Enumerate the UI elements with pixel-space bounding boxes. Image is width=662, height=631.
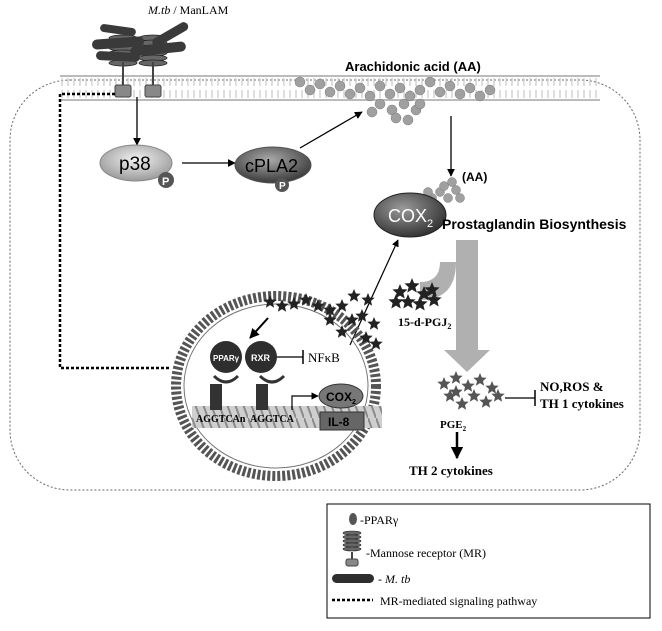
p38-node: p38 P [99, 144, 174, 188]
pge2-star-cluster [437, 371, 505, 410]
dna-left-label: AGGTCAn [196, 414, 246, 425]
pgj2-label: 15-d-PGJ2 [398, 315, 451, 331]
legend-mr-label: -Mannose receptor (MR) [366, 546, 486, 560]
cpla2-node: cPLA2 P [234, 146, 312, 192]
th2-label: TH 2 cytokines [409, 463, 493, 478]
mtb-bacteria [92, 22, 189, 62]
no-ros-line2: TH 1 cytokines [540, 396, 624, 411]
nfkb-label: NFκB [308, 350, 340, 365]
legend-mtb-symbol [332, 574, 374, 583]
legend-mr-symbol [342, 530, 362, 567]
legend-mtb-label: - M. tb [378, 572, 410, 586]
rxr-node: RXR [245, 341, 277, 373]
il8-gene: IL-8 [319, 411, 365, 431]
pgj2-star-cluster [388, 278, 442, 311]
cox2-label: COX2 [388, 206, 433, 230]
p38-label: p38 [119, 154, 151, 175]
p38-phospho-label: P [162, 176, 169, 188]
legend-ppar-label: -PPARγ [360, 513, 399, 527]
cpla2-label: cPLA2 [245, 156, 298, 176]
mr-signaling-pathway-line [58, 92, 170, 370]
legend: -PPARγ -Mannose receptor (MR) - M. tb MR… [326, 503, 651, 619]
il8-label: IL-8 [328, 415, 350, 429]
no-ros-line1: NO,ROS & [540, 379, 604, 394]
prostaglandin-flow-arrow [420, 240, 490, 372]
pge2-label: PGE2 [440, 419, 467, 433]
nucleus-cox2-label: COX2 [326, 390, 356, 406]
ppar-node: PPARγ [210, 341, 242, 373]
arachidonic-acid-label: Arachidonic acid (AA) [345, 59, 481, 74]
aa-short-label: (AA) [462, 170, 487, 184]
arachidonic-acid-cluster [294, 76, 496, 126]
ppar-label: PPARγ [213, 354, 240, 363]
prostaglandin-biosynthesis-label: Prostaglandin Biosynthesis [442, 216, 627, 232]
dna-right-label: AGGTCA [250, 414, 295, 425]
cox2-node: COX2 [373, 192, 447, 238]
legend-pathway-label: MR-mediated signaling pathway [380, 594, 537, 608]
cpla2-phospho-label: P [279, 181, 286, 192]
cell-boundary [9, 79, 641, 491]
legend-ppar-symbol [349, 513, 357, 525]
rxr-label: RXR [251, 353, 271, 363]
mtb-manlam-label: M.tb / ManLAM [147, 3, 229, 17]
nucleus-star-trail [263, 289, 383, 350]
nucleus-cox2-gene: COX2 [318, 383, 364, 409]
